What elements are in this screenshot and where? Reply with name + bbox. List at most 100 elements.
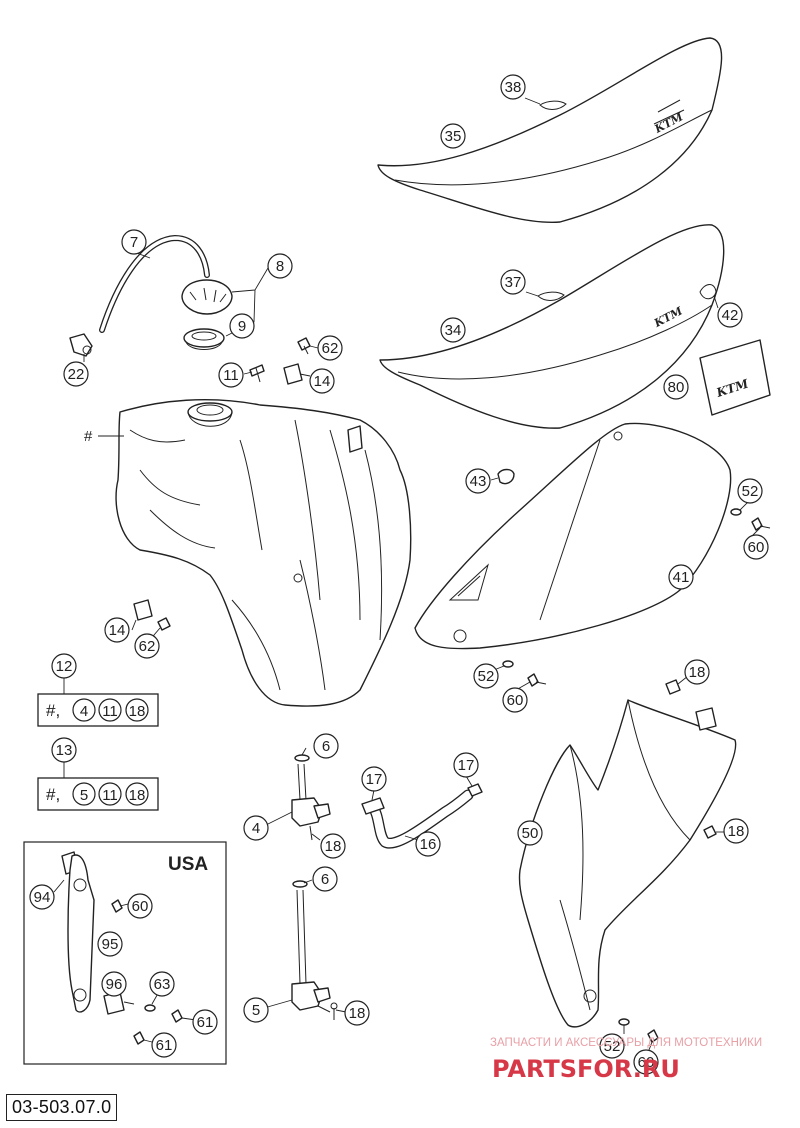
svg-text:95: 95 [102,936,119,953]
bushing-14-mid [133,599,153,621]
svg-text:18: 18 [728,823,745,840]
screw-60-mid [527,673,547,687]
callout-52-mid: 52 [473,663,499,689]
kit-12-item-18: 18 [125,698,149,722]
washer-52-right [730,508,742,516]
callout-60-right: 60 [743,534,769,560]
svg-text:52: 52 [478,668,495,685]
kit-13-item-18: 18 [125,782,149,806]
kit-12-item-11: 11 [98,698,122,722]
screw-18-tap5 [330,1002,338,1020]
callout-4: 4 [243,815,269,841]
svg-text:11: 11 [223,367,239,384]
callout-60-usa: 60 [127,893,153,919]
callout-63: 63 [149,971,175,997]
callout-17-right: 17 [453,752,479,778]
svg-text:60: 60 [748,539,765,556]
seat-lower: KTM [379,224,725,429]
callout-16: 16 [415,831,441,857]
usa-label: USA [168,854,208,875]
clamp-17-left [361,797,385,815]
screw-62-top [297,337,311,355]
callout-17-left: 17 [361,766,387,792]
svg-text:96: 96 [106,976,123,993]
callout-9: 9 [229,313,255,339]
svg-text:5: 5 [252,1002,260,1019]
seat-upper: KTM [377,37,723,223]
svg-text:4: 4 [252,820,260,837]
callout-14-top: 14 [309,368,335,394]
fuel-tap-4 [291,754,331,841]
svg-text:35: 35 [445,128,462,145]
callout-41: 41 [668,564,694,590]
svg-text:94: 94 [34,889,51,906]
callout-18-cover-side: 18 [723,818,749,844]
screw-62-mid [157,617,171,631]
vent-hose [99,234,210,333]
svg-text:80: 80 [668,379,685,396]
watermark-tagline: ЗАПЧАСТИ И АКСЕССУАРЫ ДЛЯ МОТОТЕХНИКИ [490,1037,762,1049]
svg-text:50: 50 [522,825,539,842]
svg-text:43: 43 [470,473,487,490]
callout-52-right: 52 [737,478,763,504]
callout-37: 37 [500,269,526,295]
screw-60-right [751,517,771,531]
callout-96: 96 [101,971,127,997]
svg-text:4: 4 [80,703,88,720]
callout-6-top: 6 [313,733,339,759]
kit-13-prefix: #, [46,785,60,804]
svg-text:38: 38 [505,79,522,96]
svg-text:18: 18 [349,1005,366,1022]
bushing-14-top [283,363,303,385]
svg-text:41: 41 [673,569,690,586]
callout-14-mid: 14 [104,617,130,643]
svg-text:37: 37 [505,274,522,291]
usa-detail-box: USA [23,841,227,1065]
callout-61-lower: 61 [151,1032,177,1058]
callout-38: 38 [500,74,526,100]
svg-text:42: 42 [722,307,739,324]
decal-ktm: KTM [699,339,771,416]
svg-text:18: 18 [689,664,706,681]
callout-94: 94 [29,884,55,910]
tank-spoiler [414,422,732,650]
callout-18-cover-top: 18 [684,659,710,685]
callout-34: 34 [440,317,466,343]
watermark-site: PARTSFOR.RU [492,1055,680,1083]
svg-text:6: 6 [322,738,330,755]
svg-text:61: 61 [156,1037,173,1054]
callout-18-tap4: 18 [320,833,346,859]
screw-18-cover-top [665,679,681,695]
fuel-tank [115,399,412,707]
grommet-43 [497,468,515,485]
svg-text:18: 18 [129,787,146,804]
svg-text:18: 18 [129,703,146,720]
callout-13: 13 [51,737,77,763]
callout-62-top: 62 [317,335,343,361]
callout-7: 7 [121,229,147,255]
kit-12-item-4: 4 [72,698,96,722]
callout-62-mid: 62 [134,633,160,659]
svg-text:22: 22 [68,366,85,383]
svg-text:62: 62 [322,340,339,357]
callout-95: 95 [97,931,123,957]
svg-text:34: 34 [445,322,462,339]
callout-60-bottom: 60 [633,1049,659,1075]
svg-text:52: 52 [604,1038,621,1055]
fuel-cap [181,279,233,315]
svg-text:6: 6 [321,871,329,888]
svg-text:14: 14 [109,622,126,639]
washer-52-mid [502,660,514,668]
watermark: ЗАПЧАСТИ И АКСЕССУАРЫ ДЛЯ МОТОТЕХНИКИ PA… [490,1037,762,1083]
kit-12: #, 4 11 18 [37,678,159,727]
callout-80: 80 [663,374,689,400]
svg-text:60: 60 [507,692,524,709]
tank-marker: # [84,428,93,445]
washer-52-bottom [618,1018,630,1026]
screw-18-cover-side [703,825,717,839]
kit-12-prefix: #, [46,701,60,720]
fuel-hose [366,789,474,849]
svg-text:7: 7 [130,234,138,251]
svg-text:16: 16 [420,836,437,853]
